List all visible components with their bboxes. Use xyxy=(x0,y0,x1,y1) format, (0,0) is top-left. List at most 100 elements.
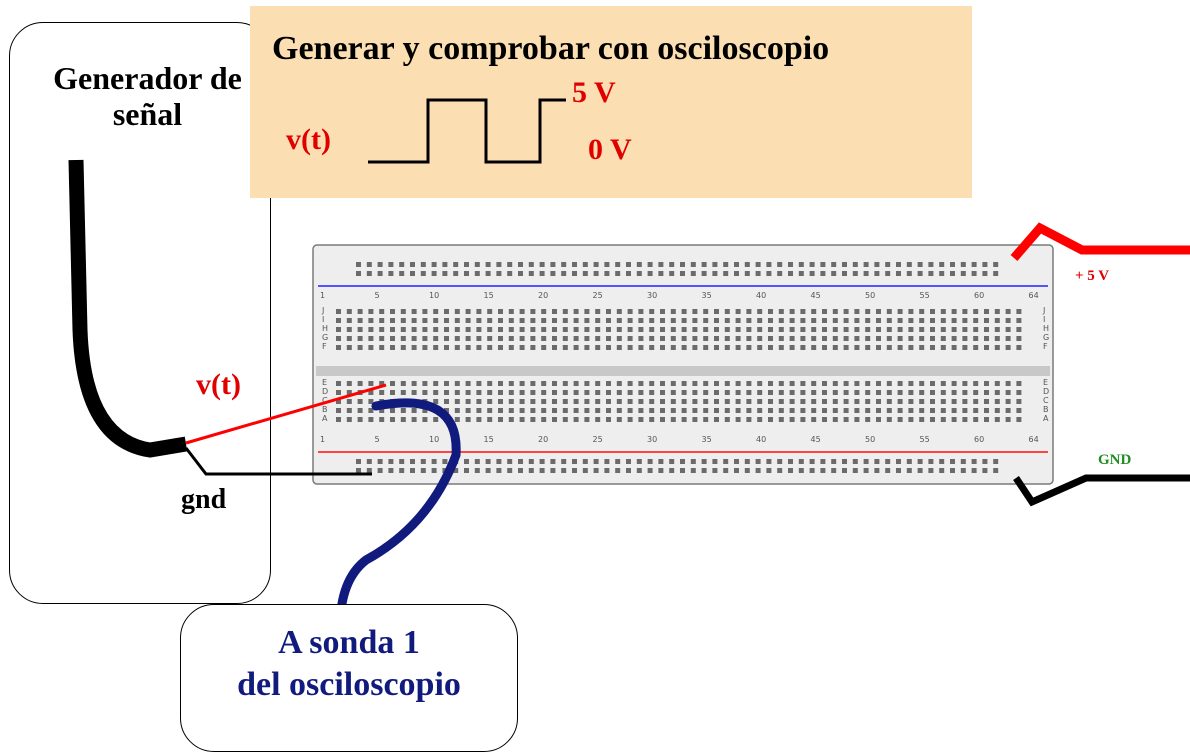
breadboard-hole xyxy=(789,336,795,341)
breadboard-hole xyxy=(420,271,426,276)
breadboard-hole xyxy=(777,262,783,267)
breadboard-hole xyxy=(454,417,460,422)
breadboard-hole xyxy=(822,390,827,395)
breadboard-hole xyxy=(444,408,449,413)
breadboard-hole xyxy=(714,327,719,332)
breadboard-hole xyxy=(519,390,525,395)
breadboard-hole xyxy=(939,459,945,464)
breadboard-hole xyxy=(627,345,633,350)
breadboard-hole xyxy=(420,459,426,464)
breadboard-hole xyxy=(670,336,676,341)
breadboard-hole xyxy=(984,318,989,323)
breadboard-hole xyxy=(562,390,568,395)
breadboard-hole xyxy=(582,459,588,464)
breadboard-hole xyxy=(896,459,901,464)
breadboard-hole xyxy=(453,271,459,276)
breadboard-hole xyxy=(950,459,955,464)
breadboard-hole xyxy=(994,345,1000,350)
breadboard-hole xyxy=(562,318,568,323)
breadboard-hole xyxy=(831,271,837,276)
breadboard-hole xyxy=(896,271,901,276)
breadboard-hole xyxy=(951,345,957,350)
breadboard-hole xyxy=(388,468,394,473)
breadboard-hole xyxy=(865,390,871,395)
breadboard-hole xyxy=(390,318,395,323)
breadboard-hole xyxy=(519,417,525,422)
breadboard-hole xyxy=(822,408,827,413)
breadboard-hole xyxy=(616,327,622,332)
breadboard-hole xyxy=(908,309,914,314)
breadboard-hole xyxy=(822,399,827,404)
breadboard-hole xyxy=(768,318,773,323)
breadboard-hole xyxy=(410,271,415,276)
breadboard-hole xyxy=(550,262,556,267)
breadboard-hole xyxy=(798,262,804,267)
breadboard-hole xyxy=(724,309,730,314)
breadboard-hole xyxy=(876,417,881,422)
breadboard-hole xyxy=(832,408,838,413)
breadboard-hole xyxy=(346,309,352,314)
breadboard-hole xyxy=(897,309,903,314)
breadboard-hole xyxy=(454,381,460,386)
breadboard-hole xyxy=(842,271,847,276)
breadboard-hole xyxy=(573,408,579,413)
breadboard-hole xyxy=(636,468,642,473)
breadboard-hole xyxy=(1005,399,1011,404)
breadboard-hole xyxy=(649,417,655,422)
breadboard-hole xyxy=(626,271,631,276)
breadboard-hole xyxy=(692,309,698,314)
breadboard-hole xyxy=(346,390,352,395)
breadboard-hole xyxy=(411,345,417,350)
breadboard-hole xyxy=(886,318,892,323)
top-column-number: 20 xyxy=(538,291,548,300)
breadboard-hole xyxy=(800,345,806,350)
breadboard-hole xyxy=(357,327,363,332)
breadboard-hole xyxy=(832,327,838,332)
breadboard-hole xyxy=(757,381,763,386)
breadboard-hole xyxy=(789,417,795,422)
breadboard-hole xyxy=(388,271,394,276)
breadboard-hole xyxy=(744,468,750,473)
breadboard-hole xyxy=(400,309,406,314)
breadboard-hole xyxy=(336,381,341,386)
breadboard-hole xyxy=(638,336,644,341)
breadboard-hole xyxy=(336,336,341,341)
breadboard-hole xyxy=(768,408,773,413)
breadboard-hole xyxy=(476,381,482,386)
breadboard-hole xyxy=(399,271,405,276)
breadboard-hole xyxy=(971,468,977,473)
breadboard-hole xyxy=(366,468,372,473)
breadboard-hole xyxy=(811,408,817,413)
breadboard-hole xyxy=(897,336,903,341)
plus5v-wire xyxy=(1010,222,1190,261)
breadboard-hole xyxy=(508,417,514,422)
bottom-column-number: 1 xyxy=(320,435,325,444)
breadboard-hole xyxy=(485,459,491,464)
breadboard-hole xyxy=(690,271,696,276)
breadboard-hole xyxy=(886,408,892,413)
breadboard-hole xyxy=(712,271,718,276)
breadboard-hole xyxy=(984,399,989,404)
breadboard-hole xyxy=(444,327,449,332)
breadboard-hole xyxy=(519,345,525,350)
breadboard-hole xyxy=(692,345,698,350)
breadboard-hole xyxy=(541,408,547,413)
breadboard-hole xyxy=(528,459,534,464)
breadboard-hole xyxy=(744,271,750,276)
top-column-number: 5 xyxy=(375,291,380,300)
breadboard-hole xyxy=(777,459,783,464)
breadboard-hole xyxy=(896,468,901,473)
breadboard-hole xyxy=(647,459,653,464)
breadboard-hole xyxy=(735,336,741,341)
breadboard-hole xyxy=(939,468,945,473)
breadboard-hole xyxy=(670,399,676,404)
breadboard-hole xyxy=(649,327,655,332)
breadboard-hole xyxy=(919,318,925,323)
breadboard-hole xyxy=(865,327,871,332)
breadboard-hole xyxy=(723,468,729,473)
breadboard-hole xyxy=(842,459,847,464)
breadboard-hole xyxy=(593,459,599,464)
row-letter: A xyxy=(322,414,328,423)
breadboard-hole xyxy=(897,318,903,323)
breadboard-hole xyxy=(778,417,784,422)
